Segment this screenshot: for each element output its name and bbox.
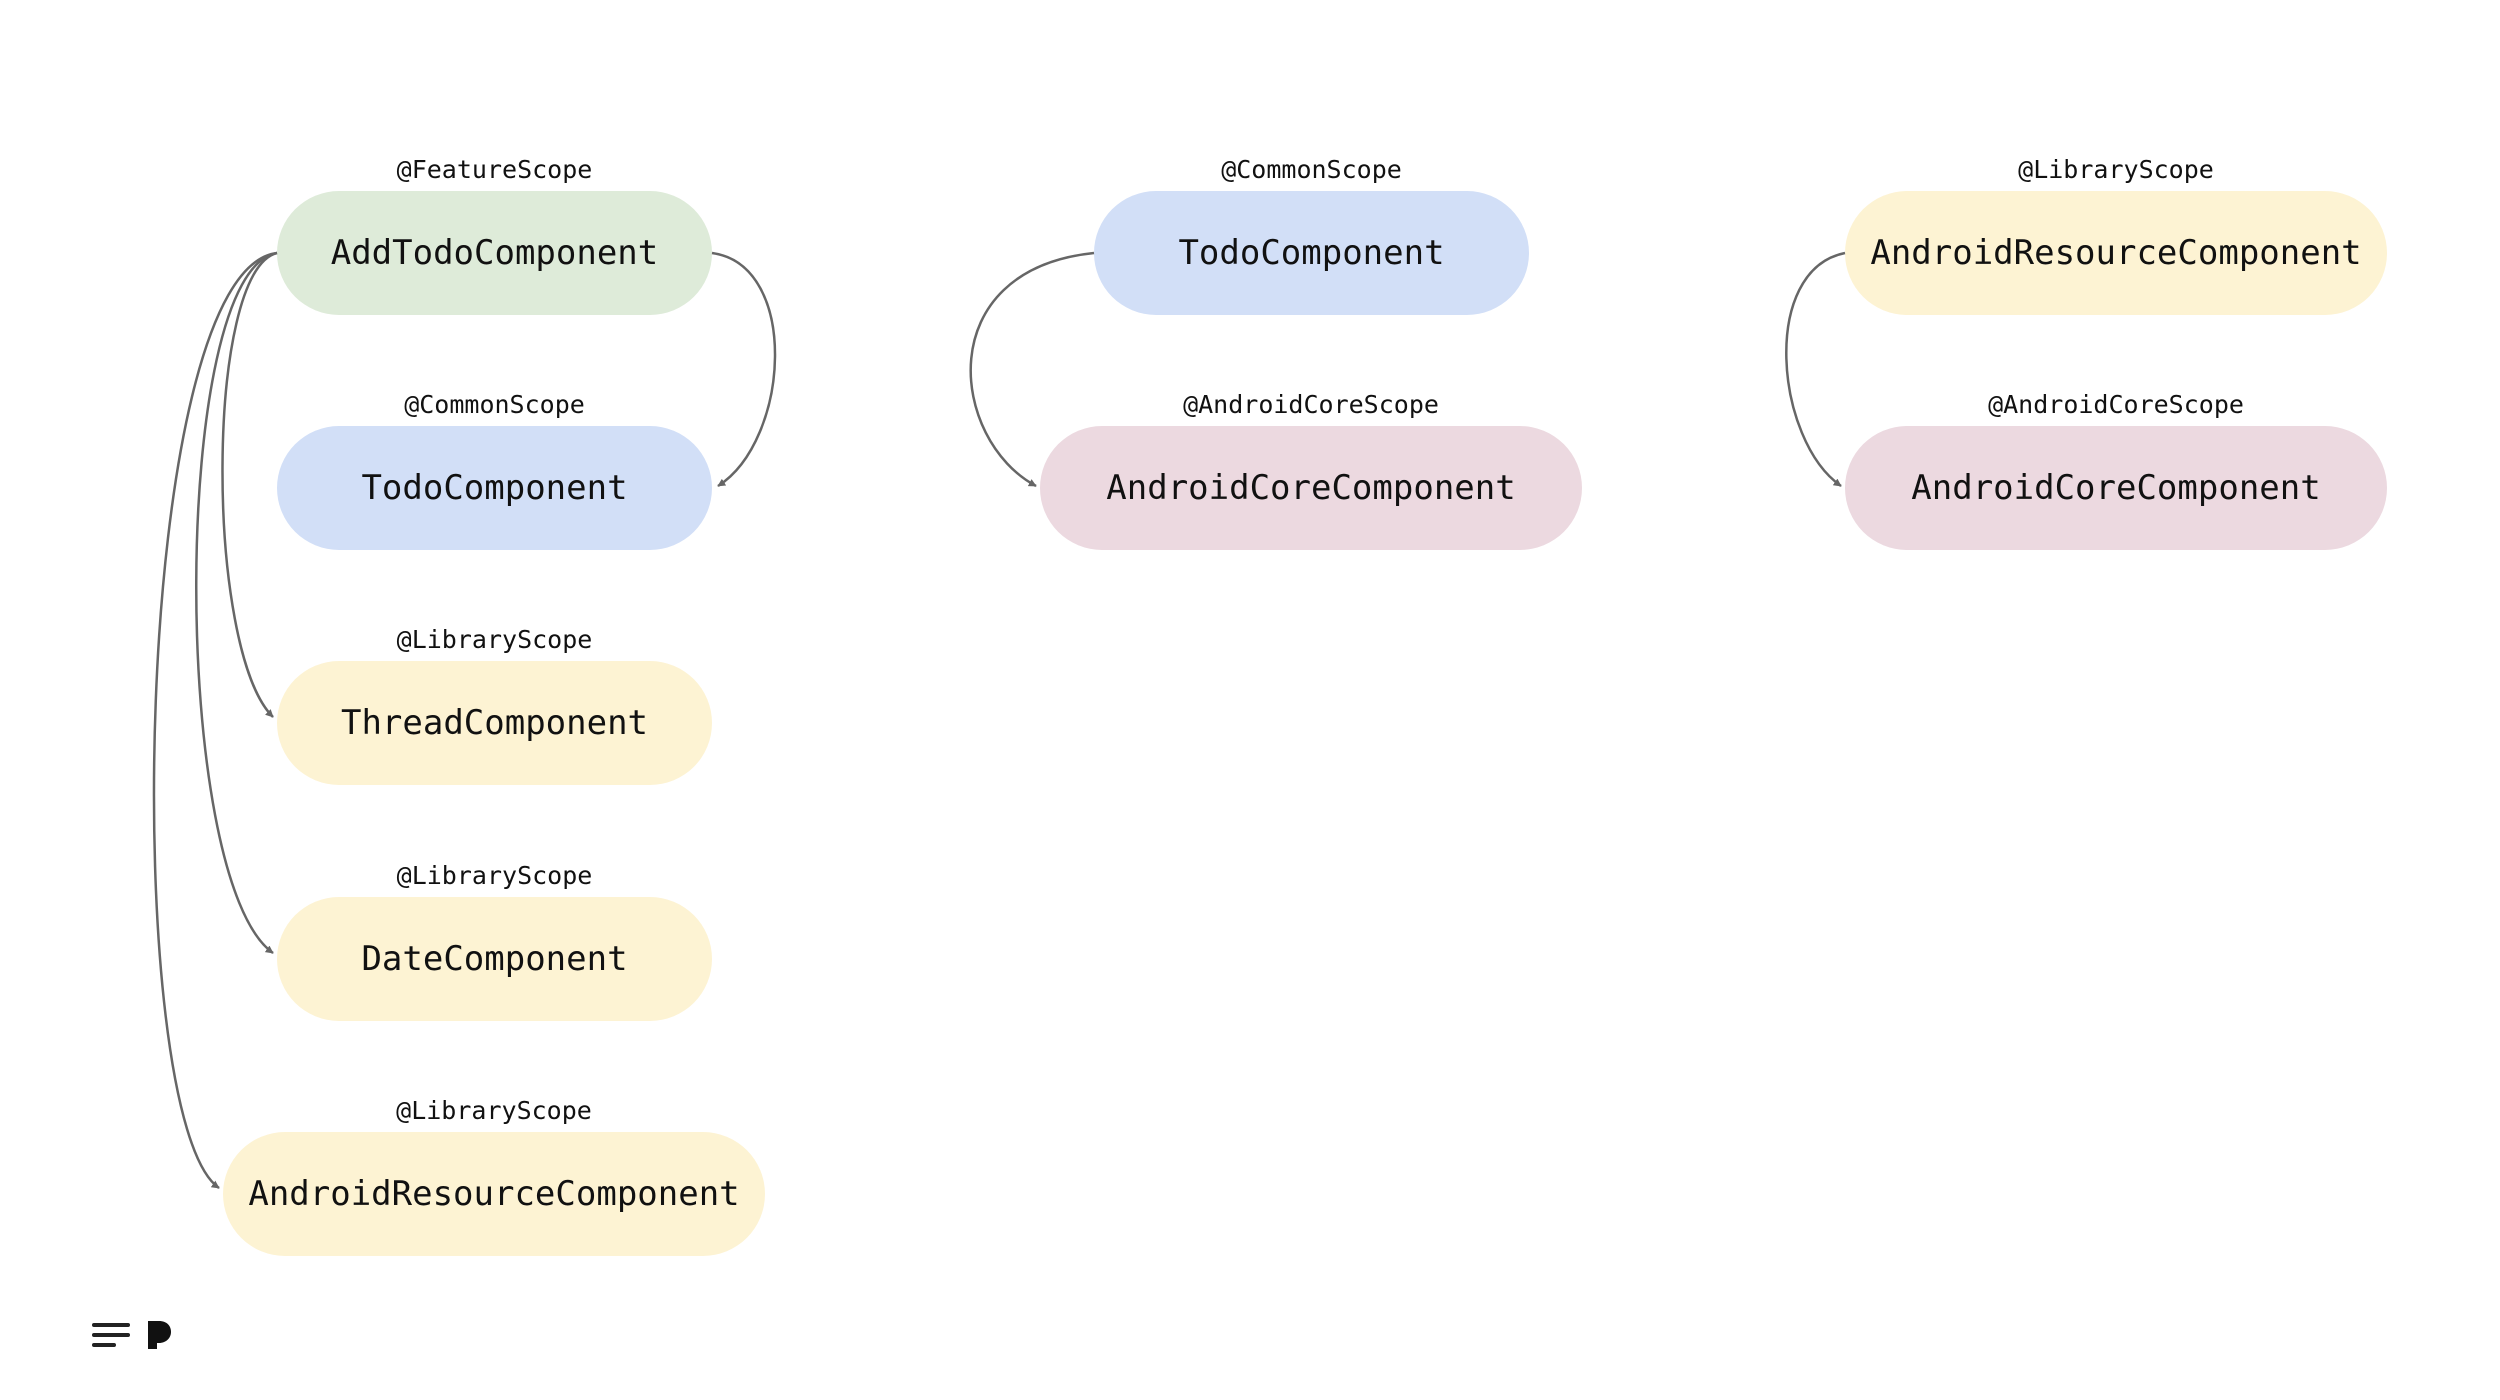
- node-label: TodoComponent: [1178, 233, 1445, 273]
- node-addtodo-component[interactable]: AddTodoComponent: [277, 191, 712, 315]
- scope-label-addtodo: @FeatureScope: [396, 155, 593, 184]
- scope-label-thread: @LibraryScope: [396, 625, 593, 654]
- node-label: AddTodoComponent: [330, 233, 659, 273]
- node-label: DateComponent: [361, 939, 628, 979]
- scope-label-date: @LibraryScope: [396, 861, 593, 890]
- edge-addtodo-to-thread: [221, 251, 278, 718]
- scope-label-androidresource: @LibraryScope: [2018, 155, 2214, 184]
- node-todo-component[interactable]: TodoComponent: [277, 426, 712, 550]
- node-androidresource-component[interactable]: AndroidResourceComponent: [223, 1132, 765, 1256]
- node-label: AndroidResourceComponent: [1870, 233, 2362, 273]
- edge-todo-to-androidcore: [969, 251, 1095, 488]
- node-androidcore-component[interactable]: AndroidCoreComponent: [1845, 426, 2387, 550]
- edge-addtodo-to-todo: [711, 251, 777, 488]
- node-label: AndroidCoreComponent: [1106, 468, 1516, 508]
- node-date-component[interactable]: DateComponent: [277, 897, 712, 1021]
- node-label: AndroidCoreComponent: [1911, 468, 2321, 508]
- node-androidcore-component[interactable]: AndroidCoreComponent: [1040, 426, 1582, 550]
- scope-label-androidcore: @AndroidCoreScope: [1988, 390, 2244, 419]
- scope-label-todo: @CommonScope: [1221, 155, 1402, 184]
- menu-icon[interactable]: [92, 1320, 132, 1350]
- scope-label-todo: @CommonScope: [404, 390, 585, 419]
- node-label: ThreadComponent: [340, 703, 649, 743]
- brand-logo-icon[interactable]: [144, 1319, 174, 1351]
- node-todo-component[interactable]: TodoComponent: [1094, 191, 1529, 315]
- edge-androidresource-to-androidcore: [1785, 251, 1846, 488]
- scope-label-androidresource: @LibraryScope: [396, 1096, 592, 1125]
- node-thread-component[interactable]: ThreadComponent: [277, 661, 712, 785]
- node-androidresource-component[interactable]: AndroidResourceComponent: [1845, 191, 2387, 315]
- node-label: TodoComponent: [361, 468, 628, 508]
- edge-addtodo-to-date: [195, 251, 278, 955]
- node-label: AndroidResourceComponent: [248, 1174, 740, 1214]
- scope-label-androidcore: @AndroidCoreScope: [1183, 390, 1439, 419]
- edge-addtodo-to-androidresource: [152, 251, 278, 1190]
